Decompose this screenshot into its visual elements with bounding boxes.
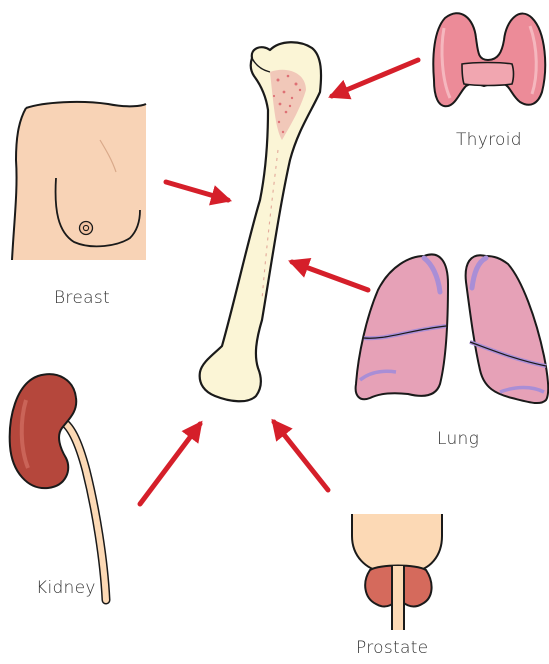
prostate-organ [352, 514, 442, 630]
breast-label: Breast [54, 288, 110, 308]
arrow-thyroid-to-bone [332, 60, 418, 96]
lungs-organ [356, 254, 549, 403]
kidney-label: Kidney [36, 578, 96, 598]
lung-label: Lung [437, 429, 479, 449]
thyroid-label: Thyroid [456, 130, 522, 150]
arrow-breast-to-bone [166, 182, 228, 200]
thyroid-organ [433, 13, 545, 106]
prostate-label: Prostate [356, 638, 428, 658]
breast-torso [12, 102, 146, 260]
arrow-prostate-to-bone [274, 422, 328, 490]
kidney-organ [10, 374, 106, 600]
arrow-kidney-to-bone [140, 424, 200, 504]
arrow-lung-to-bone [292, 262, 368, 290]
femur-bone [200, 42, 321, 401]
